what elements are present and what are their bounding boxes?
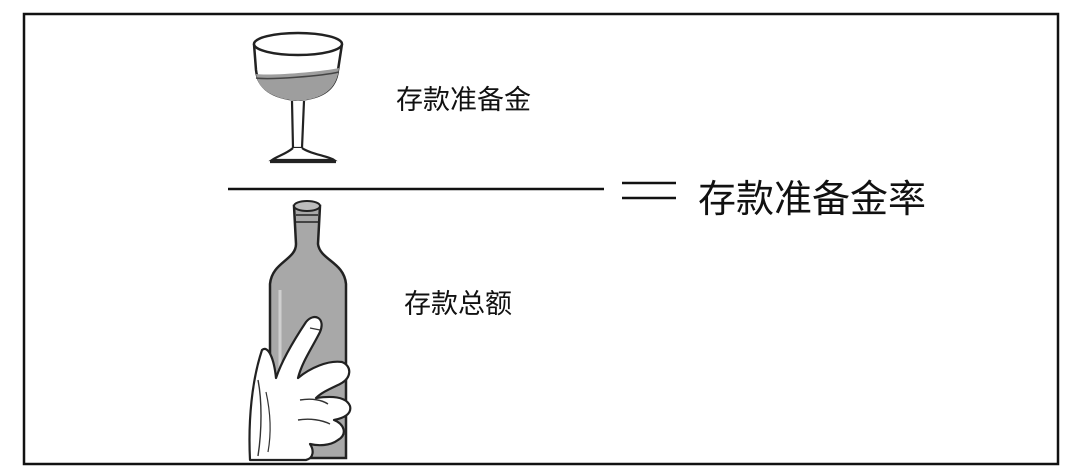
- diagram-border: [24, 14, 1058, 464]
- wine-glass-icon: [254, 33, 342, 162]
- equals-sign-icon: [622, 183, 676, 198]
- denominator-label: 存款总额: [404, 282, 512, 321]
- wine-bottle-in-hand-icon: [250, 201, 351, 460]
- numerator-label: 存款准备金: [396, 78, 531, 117]
- result-label: 存款准备金率: [698, 168, 926, 223]
